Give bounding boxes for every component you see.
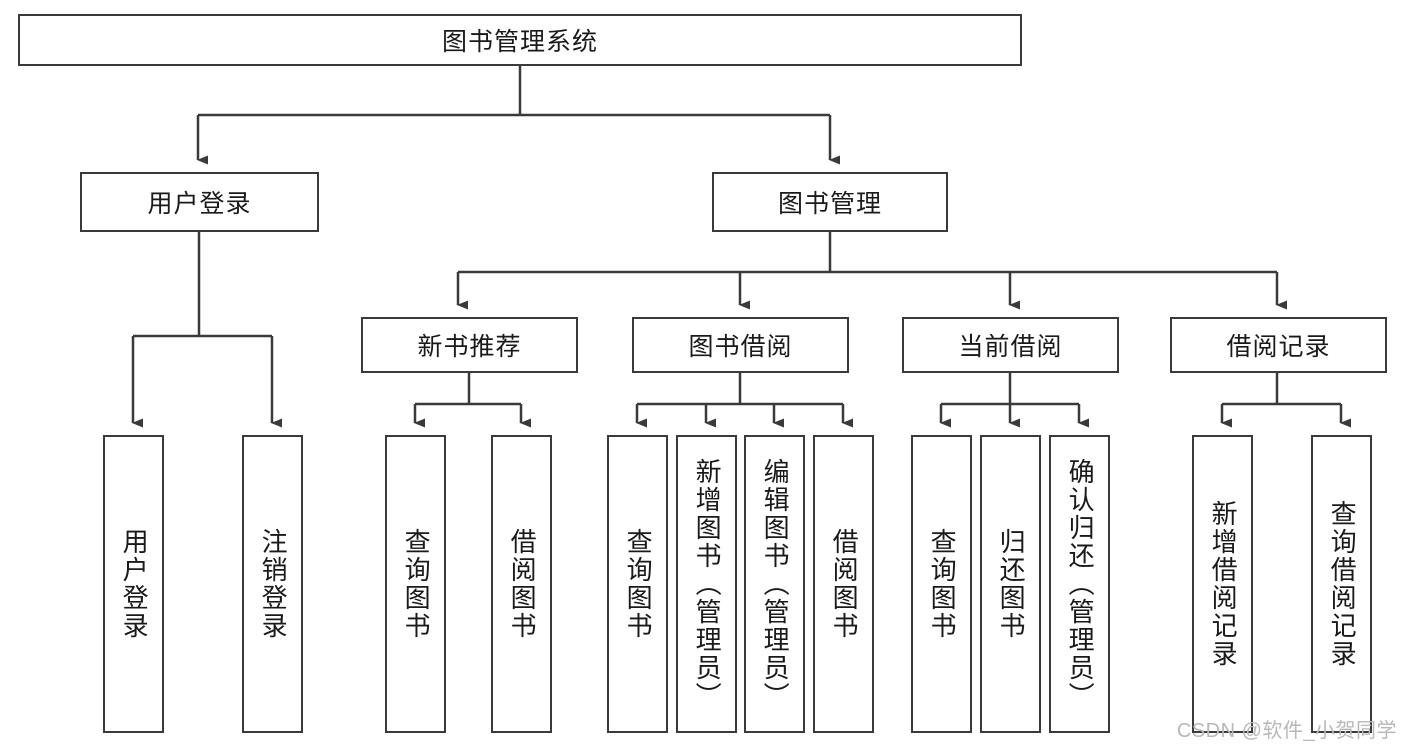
node-label: 新书推荐 [417, 333, 522, 361]
node-label: 用户登录 [119, 528, 150, 640]
node-label: 借阅图书 [829, 528, 860, 640]
leaf-borrow-book-1[interactable]: 借阅图书 [491, 435, 552, 733]
node-borrow-record[interactable]: 借阅记录 [1170, 317, 1387, 373]
leaf-query-book-3[interactable]: 查询图书 [911, 435, 972, 733]
node-label: 用户登录 [147, 190, 252, 218]
leaf-query-book-1[interactable]: 查询图书 [385, 435, 446, 733]
node-label: 归还图书 [996, 528, 1027, 640]
node-label: 注销登录 [258, 528, 289, 640]
node-book-borrow[interactable]: 图书借阅 [632, 317, 849, 373]
node-label: 查询图书 [623, 528, 654, 640]
node-user-login[interactable]: 用户登录 [80, 172, 319, 232]
leaf-add-borrow-record[interactable]: 新增借阅记录 [1192, 435, 1253, 733]
node-label: 借阅图书 [507, 528, 538, 640]
leaf-return-book[interactable]: 归还图书 [980, 435, 1041, 733]
node-label: 新增借阅记录 [1208, 500, 1239, 668]
node-label: 编辑图书（管理员） [760, 458, 791, 710]
node-label: 查询图书 [927, 528, 958, 640]
node-label: 图书管理系统 [441, 28, 598, 56]
watermark-text: CSDN @软件_小贺同学 [1176, 720, 1397, 742]
node-label: 新增图书（管理员） [692, 458, 723, 710]
leaf-confirm-return-admin[interactable]: 确认归还（管理员） [1049, 435, 1110, 733]
leaf-query-borrow-record[interactable]: 查询借阅记录 [1311, 435, 1372, 733]
node-label: 查询图书 [401, 528, 432, 640]
node-current-borrow[interactable]: 当前借阅 [902, 317, 1119, 373]
node-label: 查询借阅记录 [1327, 500, 1358, 668]
node-label: 确认归还（管理员） [1065, 458, 1096, 710]
leaf-edit-book-admin[interactable]: 编辑图书（管理员） [744, 435, 805, 733]
node-label: 图书借阅 [688, 333, 793, 361]
leaf-borrow-book-2[interactable]: 借阅图书 [813, 435, 874, 733]
leaf-user-login[interactable]: 用户登录 [103, 435, 164, 733]
leaf-add-book-admin[interactable]: 新增图书（管理员） [676, 435, 737, 733]
node-new-book-recommend[interactable]: 新书推荐 [361, 317, 578, 373]
node-label: 借阅记录 [1226, 333, 1331, 361]
node-label: 图书管理 [777, 190, 882, 218]
node-book-management-system[interactable]: 图书管理系统 [18, 14, 1022, 66]
leaf-logout-login[interactable]: 注销登录 [242, 435, 303, 733]
leaf-query-book-2[interactable]: 查询图书 [607, 435, 668, 733]
node-book-management[interactable]: 图书管理 [712, 172, 948, 232]
node-label: 当前借阅 [958, 333, 1063, 361]
